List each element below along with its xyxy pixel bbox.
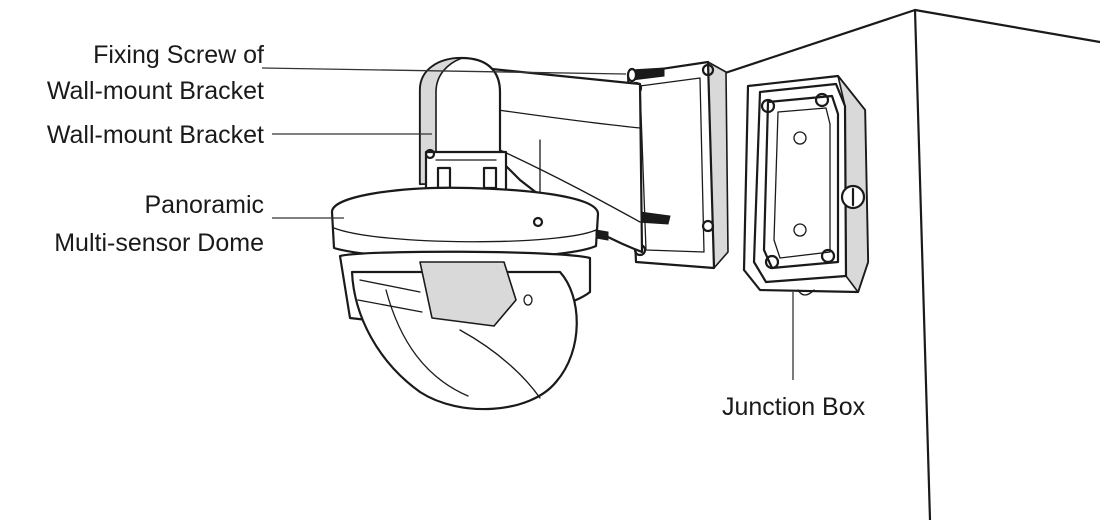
- bracket-plate: [626, 60, 729, 270]
- label-dome-line2: Multi-sensor Dome: [54, 229, 264, 257]
- bracket-arm: [418, 56, 644, 254]
- label-fixing-screw-line1: Fixing Screw of: [93, 41, 264, 69]
- junction-box: [742, 74, 870, 296]
- leader-fixing-screw: [261, 67, 627, 75]
- dome-camera: [330, 186, 609, 411]
- label-wall-mount-bracket: Wall-mount Bracket: [46, 121, 264, 149]
- wall: [720, 8, 1100, 522]
- label-fixing-screw-line2: Wall-mount Bracket: [46, 77, 264, 105]
- leader-lines: [261, 67, 794, 380]
- label-dome-line1: Panoramic: [144, 191, 265, 219]
- label-junction-box: Junction Box: [722, 393, 866, 421]
